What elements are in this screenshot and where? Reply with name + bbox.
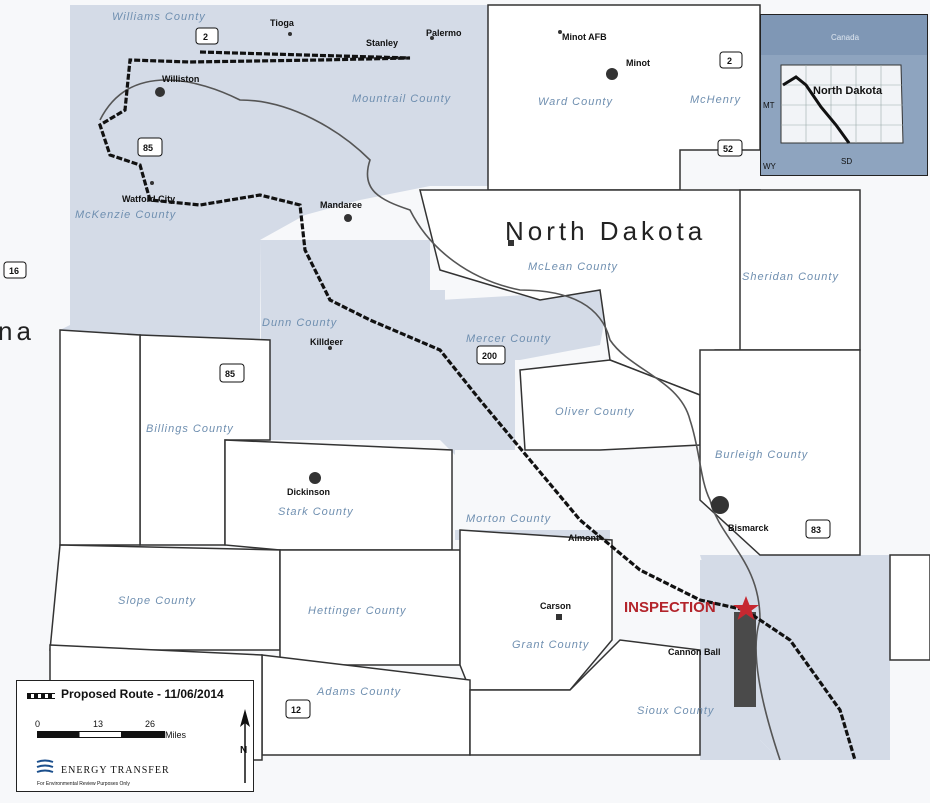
- inset-label-north-dakota: North Dakota: [813, 85, 883, 97]
- locator-inset-map: Canada North Dakota MT SD WY: [760, 14, 928, 176]
- city-markers: [150, 30, 729, 620]
- scale-bar: [37, 731, 165, 738]
- county-label-stark: Stark County: [278, 506, 354, 518]
- inset-label-mt: MT: [763, 101, 775, 110]
- scale-label-26: 26: [145, 719, 156, 729]
- county-label-grant: Grant County: [512, 639, 590, 651]
- county-label-mchenry: McHenry: [690, 94, 742, 106]
- town-stanley: Stanley: [366, 38, 398, 48]
- north-arrow-icon: N: [240, 709, 250, 783]
- town-watford-city: Watford City: [122, 194, 175, 204]
- non-corridor-counties: [49, 4, 930, 761]
- highway-200-label: 200: [482, 351, 497, 361]
- town-mandaree: Mandaree: [320, 200, 362, 210]
- highway-12-label: 12: [291, 705, 301, 715]
- county-label-mountrail: Mountrail County: [352, 93, 452, 105]
- town-cannon-ball: Cannon Ball: [668, 647, 721, 657]
- legend-title: Proposed Route - 11/06/2014: [61, 687, 224, 701]
- highway-16-label: 16: [9, 266, 19, 276]
- proposed-route: [98, 50, 857, 761]
- scale-unit: Miles: [165, 730, 187, 740]
- cannon-ball-reservation: [734, 612, 756, 707]
- county-label-williams: Williams County: [112, 11, 206, 23]
- inset-label-wy: WY: [763, 162, 776, 171]
- inspection-star-icon: [733, 596, 759, 620]
- inset-label-sd: SD: [841, 157, 853, 166]
- county-label-sheridan: Sheridan County: [742, 271, 839, 283]
- county-label-sioux: Sioux County: [637, 705, 715, 717]
- inspection-label: INSPECTION: [624, 599, 716, 616]
- town-tioga: Tioga: [270, 18, 295, 28]
- energy-transfer-logo-icon: [36, 759, 54, 773]
- town-bismarck: Bismarck: [728, 523, 770, 533]
- highway-2-label: 2: [203, 32, 208, 42]
- scale-label-13: 13: [93, 719, 104, 729]
- county-label-dunn: Dunn County: [262, 317, 338, 329]
- town-williston: Williston: [162, 74, 199, 84]
- partial-state-label: na: [0, 316, 35, 346]
- county-label-slope: Slope County: [118, 595, 197, 607]
- county-label-oliver: Oliver County: [555, 406, 635, 418]
- county-label-burleigh: Burleigh County: [715, 449, 809, 461]
- town-dickinson: Dickinson: [287, 487, 330, 497]
- town-carson: Carson: [540, 601, 571, 611]
- highway-shields: 2 2 52 85 85 200 83 12 16: [3, 27, 831, 719]
- town-minot-afb: Minot AFB: [562, 32, 607, 42]
- brand-name: ENERGY TRANSFER: [61, 765, 170, 776]
- county-label-billings: Billings County: [146, 423, 234, 435]
- town-minot: Minot: [626, 58, 650, 68]
- scale-label-0: 0: [35, 719, 41, 729]
- highway-83-label: 83: [811, 525, 821, 535]
- inset-canvas: [761, 15, 927, 144]
- town-palermo: Palermo: [426, 28, 462, 38]
- county-label-mclean: McLean County: [528, 261, 619, 273]
- county-label-hettinger: Hettinger County: [308, 605, 407, 617]
- county-label-mercer: Mercer County: [466, 333, 552, 345]
- map-legend: Proposed Route - 11/06/2014 0 13 26 Mile…: [16, 680, 254, 792]
- town-almont: Almont: [568, 533, 599, 543]
- svg-text:N: N: [240, 745, 247, 756]
- highway-2-label: 2: [727, 56, 732, 66]
- legend-note: For Environmental Review Purposes Only: [37, 781, 130, 787]
- highway-52-label: 52: [723, 144, 733, 154]
- route-symbol-icon: [27, 693, 55, 699]
- county-label-ward: Ward County: [538, 96, 613, 108]
- missouri-river: [99, 79, 781, 761]
- state-label: North Dakota: [505, 216, 706, 246]
- county-label-morton: Morton County: [466, 513, 552, 525]
- inset-route: [782, 75, 851, 144]
- county-label-mckenzie: McKenzie County: [75, 209, 177, 221]
- county-label-adams: Adams County: [316, 686, 402, 698]
- town-killdeer: Killdeer: [310, 337, 344, 347]
- highway-85-label: 85: [143, 143, 153, 153]
- inset-label-canada: Canada: [831, 33, 860, 42]
- highway-85-label: 85: [225, 369, 235, 379]
